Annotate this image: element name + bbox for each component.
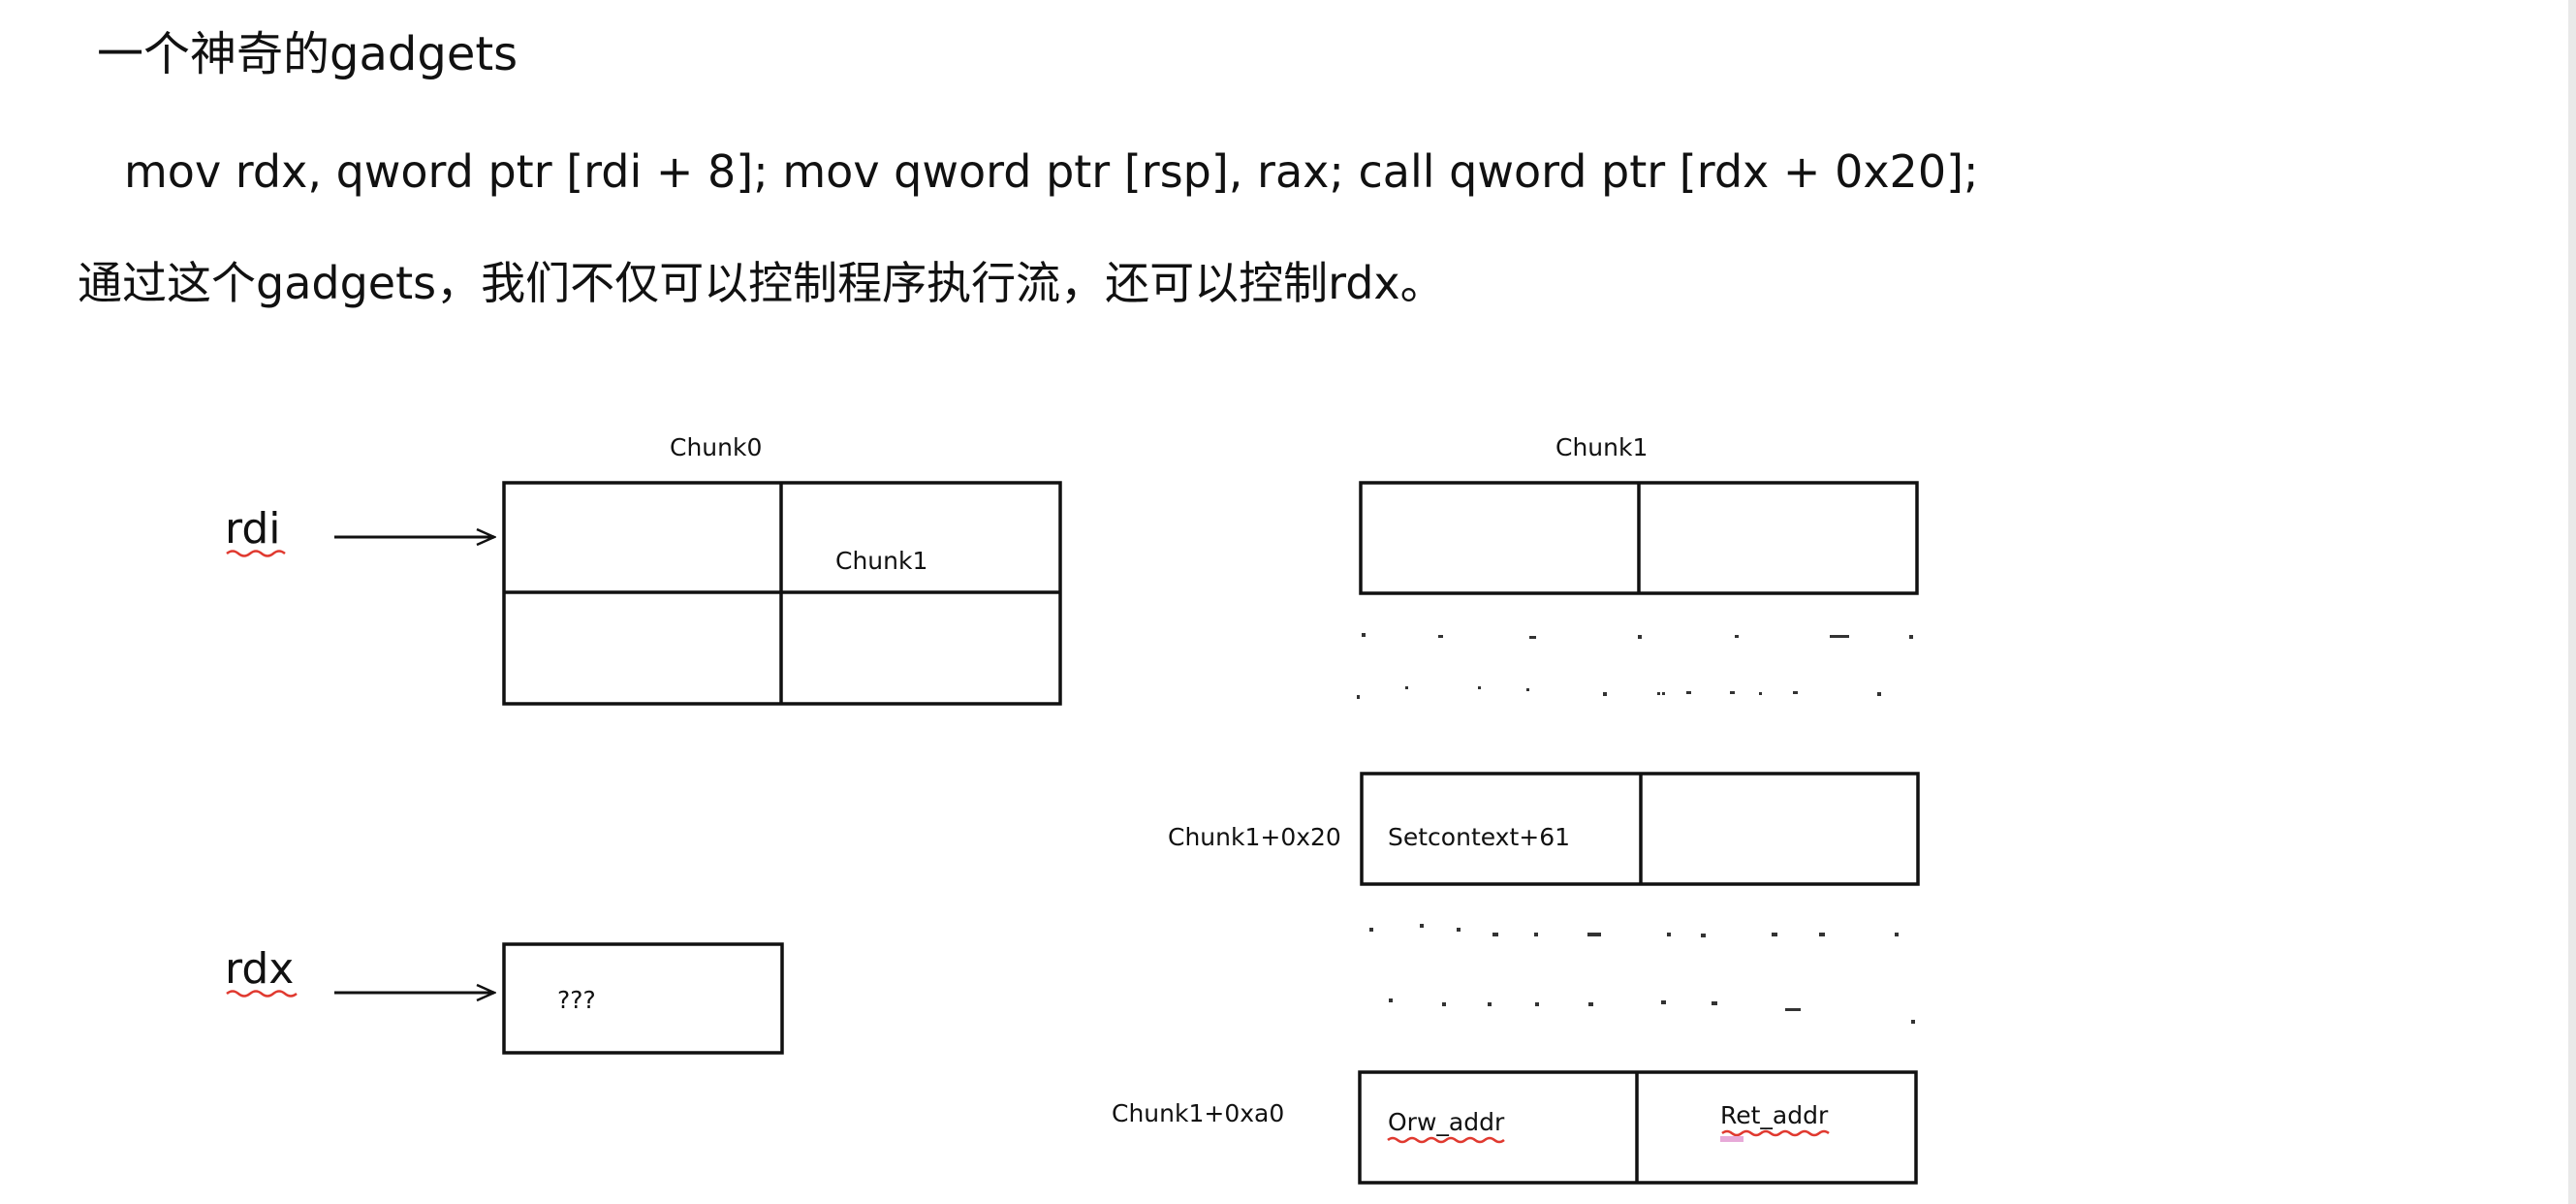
chunk0-cell-chunk1-pointer: Chunk1 xyxy=(835,547,927,575)
rdx-target-box xyxy=(502,942,784,1055)
rdx-spell-underline xyxy=(226,990,298,998)
chunk1-title: Chunk1 xyxy=(1555,433,1648,461)
chunk1-orw-addr-cell: Orw_addr xyxy=(1388,1108,1505,1136)
slide-title: 一个神奇的gadgets xyxy=(97,27,518,81)
chunk1-ellipsis-2 xyxy=(1369,924,1915,1024)
chunk0-title: Chunk0 xyxy=(670,433,762,461)
orw-addr-spell-underline xyxy=(1387,1136,1505,1144)
chunk1-offset-0xa0-label: Chunk1+0xa0 xyxy=(1112,1099,1284,1127)
chunk1-offset-0x20-label: Chunk1+0x20 xyxy=(1168,823,1341,851)
ret-addr-highlight-mark xyxy=(1720,1136,1744,1142)
chunk1-ellipsis-1 xyxy=(1357,633,1913,699)
chunk1-ret-addr-cell: Ret_addr xyxy=(1720,1101,1829,1129)
rdi-register-label: rdi xyxy=(225,504,280,554)
slide-description: 通过这个gadgets，我们不仅可以控制程序执行流，还可以控制rdx。 xyxy=(78,257,1445,309)
chunk1-setcontext-cell: Setcontext+61 xyxy=(1388,823,1570,851)
ret-addr-spell-underline xyxy=(1721,1129,1830,1137)
rdi-spell-underline xyxy=(226,550,286,557)
gadget-code: mov rdx, qword ptr [rdi + 8]; mov qword … xyxy=(124,145,1979,198)
right-scrollbar xyxy=(2568,0,2576,1204)
rdx-register-label: rdx xyxy=(225,944,294,994)
rdx-target-unknown: ??? xyxy=(557,986,596,1014)
